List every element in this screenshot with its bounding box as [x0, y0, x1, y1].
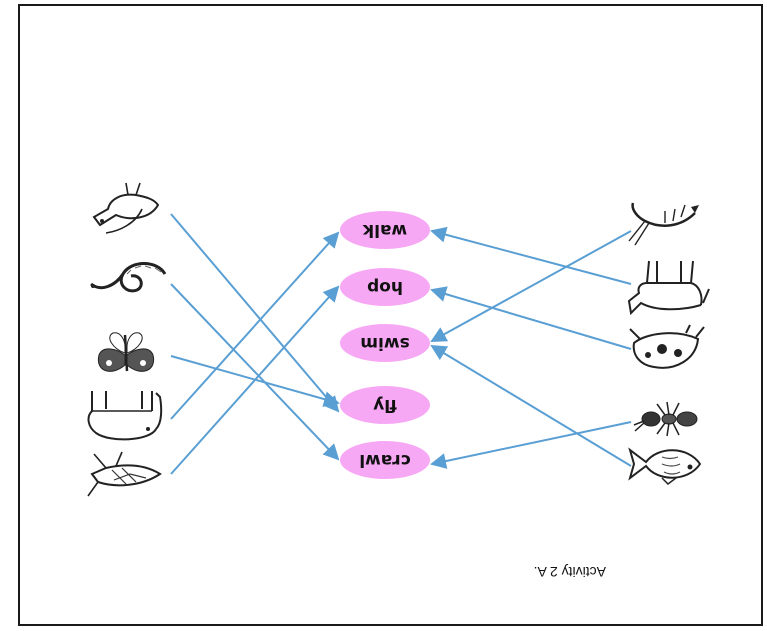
frog-icon: [629, 324, 705, 369]
snake-icon: [90, 262, 167, 293]
arrow-ant-crawl: [430, 421, 632, 469]
ant-icon: [633, 401, 698, 437]
oval-hop: hop: [340, 268, 430, 306]
bird-icon: [92, 182, 160, 234]
arrow-bird-fly: [170, 213, 340, 413]
arrow-frog-hop: [430, 286, 632, 350]
arrow-butterfly-fly: [170, 355, 340, 407]
butterfly-icon: [97, 332, 155, 372]
oval-crawl: crawl: [340, 441, 430, 479]
grasshopper-icon: [87, 451, 162, 497]
arrow-prawn-swim: [430, 230, 632, 342]
oval-walk: walk: [340, 211, 430, 249]
connection-arrows: [170, 213, 632, 475]
arrow-snake-crawl: [170, 283, 340, 461]
elephant-icon: [87, 391, 163, 441]
fish-icon: [628, 447, 702, 485]
arrow-fish-swim: [430, 344, 632, 467]
worksheet-rotated: Activity 2 A. crawl fly swim hop: [20, 6, 761, 624]
oval-swim: swim: [340, 324, 430, 362]
arrow-horse-walk: [430, 226, 632, 285]
prawn-icon: [628, 202, 699, 246]
arrow-elephant-walk: [170, 231, 340, 420]
oval-fly: fly: [340, 386, 430, 424]
worksheet-frame: Activity 2 A. crawl fly swim hop: [18, 4, 763, 626]
horse-icon: [627, 260, 710, 316]
